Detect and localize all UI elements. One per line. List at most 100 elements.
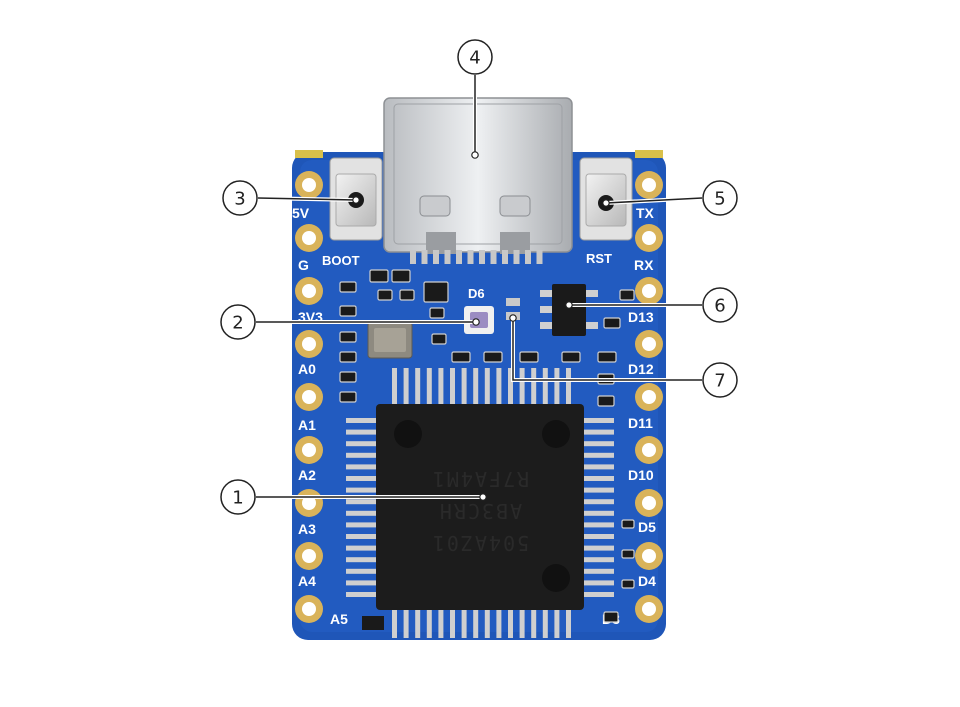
mcu-pin [582, 499, 614, 505]
pad-hole [302, 337, 316, 351]
mcu-pin [582, 441, 614, 447]
right-pin-labels: TXRXD13D12D11D10D5D4D3 [602, 205, 656, 627]
smd-component [519, 351, 539, 363]
smd-component [561, 351, 581, 363]
mcu-pin [346, 429, 378, 435]
smd-component [391, 269, 411, 283]
smd-component [377, 289, 393, 301]
mcu-pin [496, 608, 502, 638]
mcu-pin [346, 522, 378, 528]
mcu-pin [582, 510, 614, 516]
pad-hole [302, 496, 316, 510]
boot-label: BOOT [322, 253, 360, 268]
pad-hole [642, 496, 656, 510]
mcu-pin [582, 418, 614, 423]
usb-pin [410, 250, 416, 264]
pin-label-a2: A2 [298, 467, 316, 483]
left-pad-column [295, 171, 323, 623]
smd-component [603, 611, 619, 623]
usb-pin [421, 250, 428, 264]
mcu-pin [403, 368, 409, 406]
pad-hole [642, 549, 656, 563]
usb-pin [490, 250, 497, 264]
mcu-pin [473, 608, 479, 638]
mcu-pin [582, 534, 614, 539]
smd-component [597, 351, 617, 363]
mcu-pin [566, 608, 571, 638]
chip-marking: AB3CRH [438, 499, 522, 523]
callout-dot [565, 301, 573, 309]
mcu-pin [450, 368, 455, 406]
mcu-pin [484, 368, 490, 406]
pin-label-d11: D11 [628, 415, 653, 431]
smd-component [597, 395, 615, 407]
pad-hole [302, 390, 316, 404]
mcu-pin [554, 368, 560, 406]
mcu-pin [496, 368, 502, 406]
smd-component [431, 333, 447, 345]
mcu-pin [508, 608, 513, 638]
callout-5: 5 [602, 180, 738, 216]
mcu-pin [346, 534, 378, 539]
mcu-pin [392, 368, 397, 406]
pin-label-d10: D10 [628, 467, 654, 483]
pin-label-d4: D4 [638, 573, 656, 589]
callout-1: 1 [220, 479, 487, 515]
chip-marking: 504AZ01 [431, 531, 529, 555]
mcu-pin [582, 580, 614, 586]
smd-component [339, 281, 357, 293]
mcu-pin [346, 557, 378, 563]
mcu-pin [346, 464, 378, 470]
mcu-pin [461, 608, 467, 638]
callout-circle [702, 362, 738, 398]
smd-component [339, 331, 357, 343]
mcu-pin [346, 510, 378, 516]
pad-hole [642, 284, 656, 298]
smd-component [621, 579, 635, 589]
smd-component [339, 391, 357, 403]
callout-number: 7 [714, 371, 725, 392]
mcu-pin [484, 608, 490, 638]
pin-label-a3: A3 [298, 521, 316, 537]
mcu-pin [346, 545, 378, 551]
mcu-pin [582, 429, 614, 435]
mcu-pin [582, 592, 614, 597]
mcu-pin [346, 476, 378, 481]
usb-c-connector [383, 97, 573, 264]
usb-pin [525, 250, 531, 264]
mcu-pin [346, 592, 378, 597]
smd-component [339, 351, 357, 363]
usb-pin [444, 250, 451, 264]
callout-circle [220, 304, 256, 340]
pad-hole [302, 231, 316, 245]
mcu-pin [582, 464, 614, 470]
callout-6: 6 [565, 287, 738, 323]
mcu-pin [346, 499, 378, 505]
pad-hole [642, 602, 656, 616]
pin-label-d13: D13 [628, 309, 654, 325]
pin-label-g: G [298, 257, 309, 273]
pin-label-a1: A1 [298, 417, 316, 433]
pin-label-5v: 5V [292, 205, 310, 221]
mcu-pin [519, 608, 525, 638]
callout-number: 3 [234, 189, 245, 210]
mcu-pin [426, 368, 432, 406]
pad-hole [302, 443, 316, 457]
callout-number: 4 [469, 48, 480, 69]
callout-number: 5 [714, 189, 725, 210]
mcu-pin [508, 368, 513, 406]
mcu-pin [438, 608, 444, 638]
crystal-oscillator [367, 321, 413, 359]
callout-line [605, 197, 703, 204]
reset-button[interactable] [579, 157, 633, 241]
mcu-pin [582, 487, 614, 493]
callout-circle [702, 180, 738, 216]
smd-component [339, 371, 357, 383]
callout-number: 1 [232, 488, 243, 509]
callout-7: 7 [509, 314, 738, 398]
callout-dot [471, 151, 479, 159]
